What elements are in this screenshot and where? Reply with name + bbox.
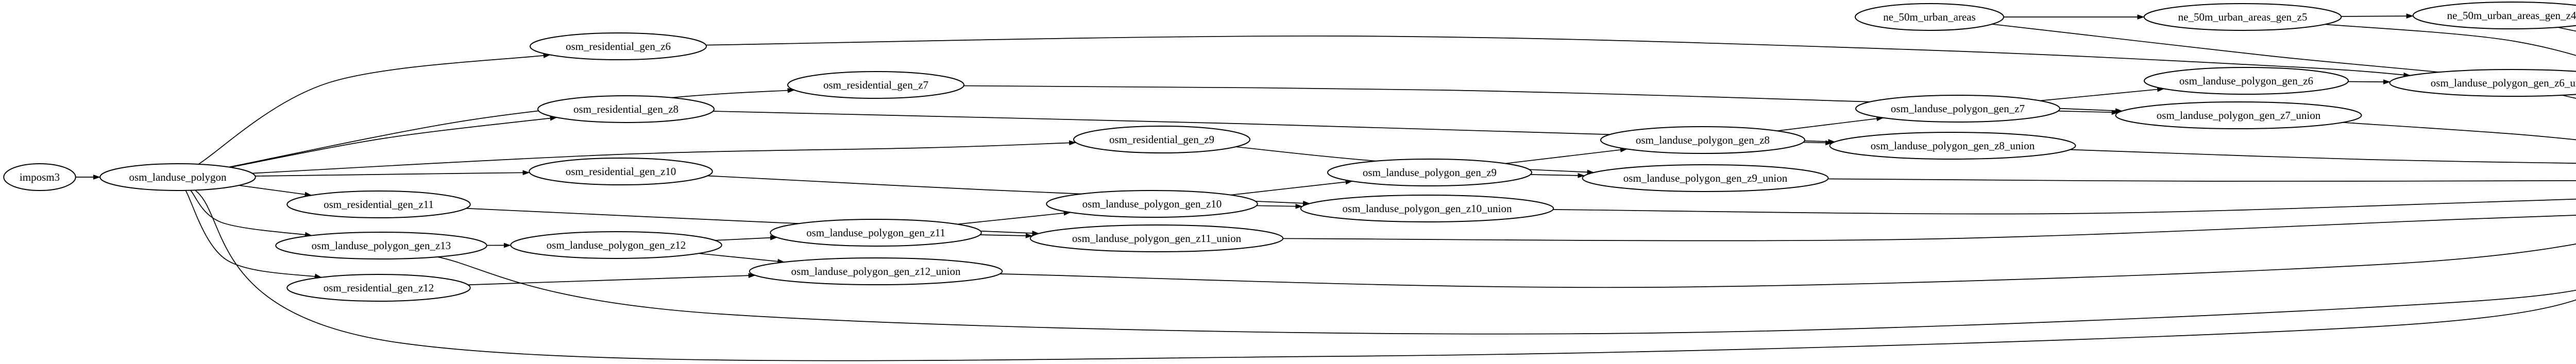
node-osm_landuse_polygon_gen_z12: osm_landuse_polygon_gen_z12 [511,232,722,258]
node-osm_landuse_polygon_gen_z11_union: osm_landuse_polygon_gen_z11_union [1030,225,1283,252]
node-label: osm_landuse_polygon_gen_z12 [547,239,686,251]
node-label: osm_residential_gen_z8 [573,103,679,115]
node-osm_landuse_polygon_gen_z7: osm_landuse_polygon_gen_z7 [1856,95,2060,122]
node-label: imposm3 [20,171,60,183]
node-label: ne_50m_urban_areas_gen_z5 [2178,11,2308,23]
node-imposm3: imposm3 [4,164,76,190]
node-osm_landuse_polygon_gen_z12_union: osm_landuse_polygon_gen_z12_union [750,258,1003,285]
edge-osm_landuse_polygon-to-osm_residential_gen_z6 [198,55,550,164]
node-osm_landuse_polygon_gen_z10: osm_landuse_polygon_gen_z10 [1046,190,1258,217]
node-label: osm_landuse_polygon_gen_z6_union [2431,77,2576,89]
node-label: osm_landuse_polygon_gen_z11_union [1072,232,1242,245]
node-label: osm_residential_gen_z11 [324,198,434,211]
node-osm_landuse_polygon_gen_z11: osm_landuse_polygon_gen_z11 [770,219,981,246]
node-osm_residential_gen_z9: osm_residential_gen_z9 [1074,126,1250,153]
node-label: osm_landuse_polygon_gen_z10_union [1343,202,1512,215]
edge-osm_landuse_polygon-to-osm_residential_gen_z7 [229,90,794,167]
node-osm_landuse_polygon: osm_landuse_polygon [100,164,256,190]
node-label: osm_residential_gen_z12 [324,282,434,294]
node-osm_landuse_polygon_gen_z7_union: osm_landuse_polygon_gen_z7_union [2116,102,2362,129]
edge-osm_landuse_polygon_gen_z6_union-to-layer_landuse-z6 [2562,95,2576,133]
edge-osm_landuse_polygon_gen_z8-to-osm_landuse_polygon_gen_z7 [1777,118,1883,131]
edge-osm_landuse_polygon_gen_z9-to-osm_landuse_polygon_gen_z8 [1505,149,1627,163]
node-osm_landuse_polygon_gen_z6: osm_landuse_polygon_gen_z6 [2144,67,2348,94]
node-label: osm_landuse_polygon_gen_z8_union [1871,140,2035,152]
edge-osm_landuse_polygon_gen_z10-to-osm_landuse_polygon_gen_z10_union [1257,205,1302,206]
node-label: osm_landuse_polygon_gen_z13 [312,239,451,252]
edge-osm_landuse_polygon_gen_z8_union-to-layer_landuse-z8 [2070,150,2576,165]
node-label: osm_landuse_polygon_gen_z7 [1891,102,2025,115]
node-label: osm_landuse_polygon_gen_z10 [1082,198,1222,210]
node-label: osm_residential_gen_z6 [566,40,671,53]
node-ne_50m_urban_areas_gen_z4: ne_50m_urban_areas_gen_z4 [2413,2,2576,29]
node-osm_landuse_polygon_gen_z13: osm_landuse_polygon_gen_z13 [276,232,487,259]
node-osm_landuse_polygon_gen_z9: osm_landuse_polygon_gen_z9 [1328,159,1532,186]
edge-osm_residential_gen_z6-to-osm_landuse_polygon_gen_z6_union [706,36,2410,76]
edge-osm_landuse_polygon-to-osm_residential_gen_z10 [255,172,530,176]
node-label: osm_landuse_polygon_gen_z11 [806,227,945,239]
edge-osm_landuse_polygon_gen_z7_union-to-layer_landuse-z7 [2343,123,2576,149]
edge-osm_landuse_polygon_gen_z11-to-osm_landuse_polygon_gen_z10 [957,213,1071,224]
node-label: ne_50m_urban_areas_gen_z4 [2447,9,2576,22]
node-label: osm_landuse_polygon_gen_z12_union [791,265,961,278]
node-osm_residential_gen_z11: osm_residential_gen_z11 [287,191,470,218]
node-label: osm_landuse_polygon_gen_z6 [2179,75,2313,87]
node-label: ne_50m_urban_areas [1883,11,1976,23]
node-osm_residential_gen_z7: osm_residential_gen_z7 [788,72,964,98]
node-osm_residential_gen_z8: osm_residential_gen_z8 [538,96,714,123]
edge-osm_landuse_polygon-to-osm_landuse_polygon_gen_z13 [191,190,312,236]
node-label: osm_residential_gen_z10 [566,165,676,178]
node-ne_50m_urban_areas: ne_50m_urban_areas [1855,4,2004,30]
node-label: osm_landuse_polygon_gen_z9_union [1623,172,1788,184]
node-osm_residential_gen_z10: osm_residential_gen_z10 [529,158,713,185]
edge-osm_landuse_polygon_gen_z9_union-to-layer_landuse-z9 [1828,179,2576,181]
node-osm_landuse_polygon_gen_z9_union: osm_landuse_polygon_gen_z9_union [1583,165,1828,192]
edge-osm_landuse_polygon_gen_z11-to-osm_landuse_polygon_gen_z11_union [980,235,1032,236]
edge-osm_landuse_polygon_gen_z7-to-osm_landuse_polygon_gen_z7_union [2058,111,2119,113]
edge-osm_landuse_polygon_gen_z9-to-osm_landuse_polygon_gen_z9_union [1531,175,1585,176]
edge-osm_landuse_polygon_gen_z12-to-osm_landuse_polygon_gen_z12_union [699,253,784,262]
node-osm_residential_gen_z12: osm_residential_gen_z12 [287,274,470,301]
edge-osm_landuse_polygon_gen_z8-to-osm_landuse_polygon_gen_z8_union [1803,142,1832,143]
node-label: osm_landuse_polygon [129,171,227,183]
edge-osm_landuse_polygon-to-osm_residential_gen_z11 [239,185,311,195]
node-label: osm_landuse_polygon_gen_z7_union [2157,109,2321,122]
edge-osm_landuse_polygon_gen_z10-to-osm_landuse_polygon_gen_z9 [1231,181,1352,195]
node-label: osm_landuse_polygon_gen_z9 [1363,166,1497,179]
node-label: osm_residential_gen_z7 [823,79,928,91]
edge-osm_landuse_polygon_gen_z7-to-osm_landuse_polygon_gen_z6 [2040,89,2164,100]
edge-osm_landuse_polygon_gen_z12-to-osm_landuse_polygon_gen_z11 [715,237,777,240]
node-osm_landuse_polygon_gen_z8: osm_landuse_polygon_gen_z8 [1601,127,1805,153]
edge-osm_landuse_polygon_gen_z13-to-layer_landuse-z13 [437,245,2576,334]
node-label: osm_residential_gen_z9 [1109,133,1214,146]
edge-osm_landuse_polygon_gen_z10_union-to-layer_landuse-z10 [1553,197,2576,214]
node-osm_residential_gen_z6: osm_residential_gen_z6 [530,33,706,60]
node-osm_landuse_polygon_gen_z8_union: osm_landuse_polygon_gen_z8_union [1830,132,2076,159]
node-ne_50m_urban_areas_gen_z5: ne_50m_urban_areas_gen_z5 [2144,4,2342,30]
node-label: osm_landuse_polygon_gen_z8 [1636,134,1770,146]
node-osm_landuse_polygon_gen_z10_union: osm_landuse_polygon_gen_z10_union [1301,195,1554,222]
node-osm_landuse_polygon_gen_z6_union: osm_landuse_polygon_gen_z6_union [2390,70,2576,96]
